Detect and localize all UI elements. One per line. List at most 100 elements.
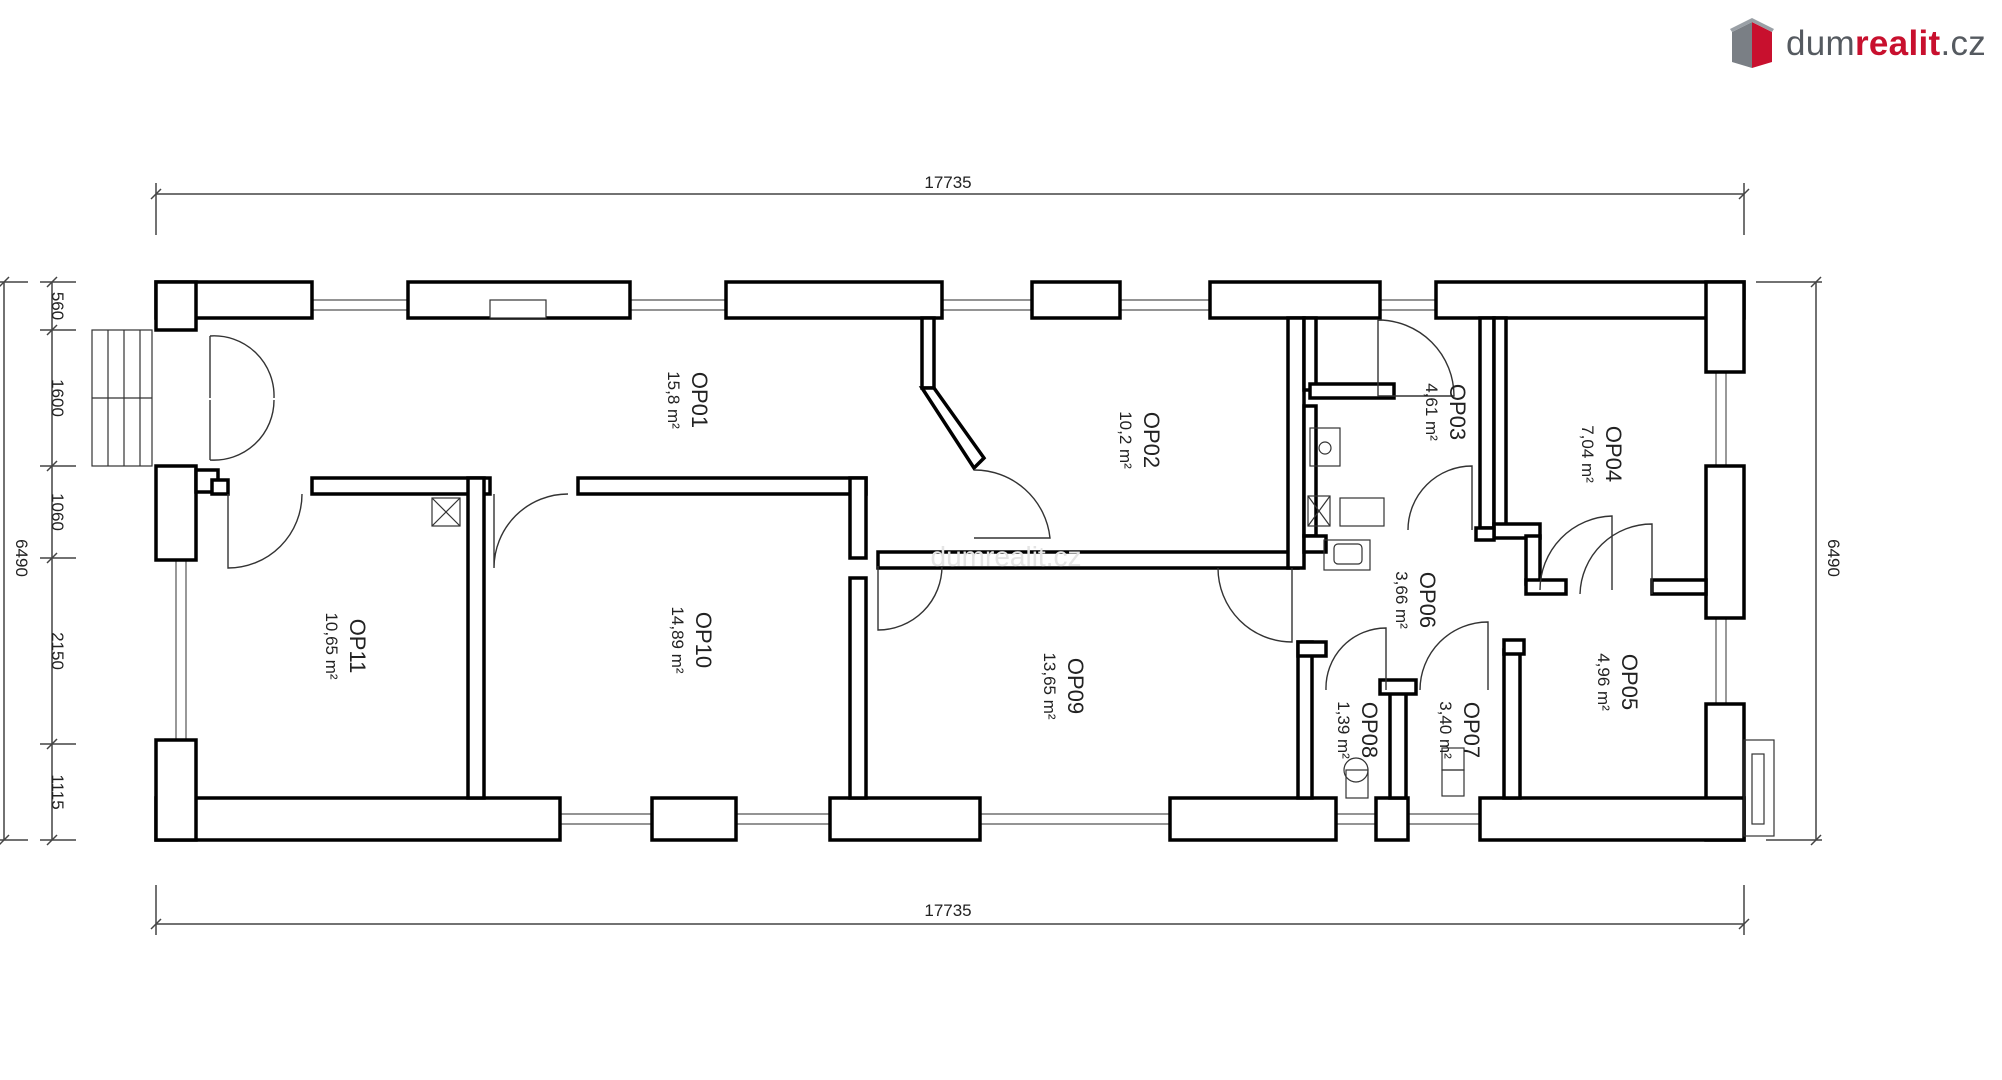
wall-op04-op05	[1524, 578, 1568, 596]
dim-left-seg-5: 1115	[48, 774, 67, 809]
windows	[175, 299, 1727, 825]
wall-op08-left-top	[1296, 640, 1328, 658]
fixtures	[431, 299, 1775, 837]
room-op04-id: OP04	[1601, 426, 1626, 482]
dim-left-seg-4: 2150	[48, 632, 67, 670]
room-labels: OP01 15,8 m² OP02 10,2 m² OP03 4,61 m² O…	[322, 371, 1642, 759]
wall-op04-op05-b	[1650, 578, 1708, 596]
room-op06: OP06 3,66 m²	[1392, 571, 1440, 629]
stove-fixture	[489, 299, 547, 319]
room-op04: OP04 7,04 m²	[1578, 425, 1626, 483]
wall-op10-top	[576, 476, 868, 496]
wall-right-2	[1704, 464, 1746, 620]
room-op11-id: OP11	[345, 619, 370, 674]
room-op06-area: 3,66 m²	[1392, 571, 1411, 629]
house-logo-icon	[1730, 18, 1774, 68]
logo-text-realit: realit	[1855, 24, 1941, 63]
shaft-fixture	[431, 497, 461, 527]
wall-op02-diagonal	[918, 386, 987, 471]
wall-bottom-3	[828, 796, 982, 842]
dim-left-seg-3: 1060	[48, 493, 67, 531]
room-op02-id: OP02	[1139, 412, 1164, 468]
dimension-lines	[0, 183, 1822, 935]
wall-left-3	[154, 738, 198, 842]
wall-bottom-2	[650, 796, 738, 842]
walls	[154, 280, 1746, 842]
dimension-labels: 17735 17735 6490 6490 560 1600 1060 2150…	[12, 173, 1843, 920]
wall-top-4	[1030, 280, 1122, 320]
wall-op01-op02	[920, 316, 936, 390]
wall-op10-op09	[848, 476, 868, 560]
toilet-op07	[1441, 769, 1465, 797]
wall-top-6	[1434, 280, 1746, 320]
room-op02-area: 10,2 m²	[1116, 411, 1135, 469]
room-op08-id: OP08	[1357, 702, 1382, 758]
toilet-op08	[1345, 769, 1369, 799]
wall-bottom-4	[1168, 796, 1338, 842]
wall-op03-op06	[1474, 526, 1496, 542]
room-op10: OP10 14,89 m²	[668, 606, 716, 673]
dim-bottom-width: 17735	[924, 901, 971, 920]
wall-top-5	[1208, 280, 1382, 320]
room-op11-area: 10,65 m²	[322, 612, 341, 679]
wall-op03-op04	[1478, 316, 1496, 530]
room-op01-id: OP01	[687, 372, 712, 428]
wall-top-3	[724, 280, 944, 320]
wall-op11-top-b	[310, 476, 492, 496]
room-op03-area: 4,61 m²	[1422, 383, 1441, 441]
wall-op04-step	[1524, 534, 1542, 586]
wall-bottom-5	[1374, 796, 1410, 842]
room-op04-area: 7,04 m²	[1578, 425, 1597, 483]
wc-shaft	[1307, 495, 1331, 527]
room-op07: OP07 3,40 m²	[1436, 701, 1484, 759]
room-op05-area: 4,96 m²	[1594, 653, 1613, 711]
room-op09: OP09 13,65 m²	[1040, 652, 1088, 719]
wall-op08-left	[1296, 640, 1314, 800]
wall-op02-right	[1286, 316, 1306, 570]
wall-op06-left	[1302, 534, 1328, 554]
wall-op11-top-a	[210, 478, 230, 496]
room-op08: OP08 1,39 m²	[1334, 701, 1382, 759]
wall-op03-top	[1302, 316, 1318, 392]
wall-op08-op07	[1388, 688, 1408, 800]
washer-fixture	[1339, 497, 1385, 527]
room-op03-id: OP03	[1445, 384, 1470, 440]
wall-left-1	[154, 280, 198, 332]
outdoor-box	[1743, 739, 1775, 837]
doors	[209, 319, 1653, 691]
room-op08-area: 1,39 m²	[1334, 701, 1353, 759]
wall-left-2	[154, 464, 198, 562]
room-op01: OP01 15,8 m²	[664, 371, 712, 429]
room-op01-area: 15,8 m²	[664, 371, 683, 429]
wall-right-1	[1704, 280, 1746, 374]
room-op03: OP03 4,61 m²	[1422, 383, 1470, 441]
wall-op03-left	[1302, 404, 1318, 538]
watermark: dumrealit.cz	[931, 541, 1082, 572]
room-op11: OP11 10,65 m²	[322, 612, 370, 679]
shower-fixture	[1309, 427, 1341, 467]
dim-top-width: 17735	[924, 173, 971, 192]
room-op07-area: 3,40 m²	[1436, 701, 1455, 759]
wall-op03-closet	[1308, 382, 1396, 400]
dim-left-seg-2: 1600	[48, 379, 67, 417]
wall-op11-op10	[466, 476, 486, 800]
room-op06-id: OP06	[1415, 572, 1440, 628]
dim-left-seg-1: 560	[48, 292, 67, 320]
wall-op07-op05-top	[1502, 638, 1526, 656]
logo-text: dumrealit.cz	[1786, 24, 1986, 64]
entrance-steps	[91, 329, 153, 467]
sink-fixture	[1323, 539, 1371, 571]
brand-logo[interactable]: dumrealit.cz	[1728, 14, 1986, 74]
wall-op04-left	[1492, 316, 1508, 530]
wall-op10-op09-b	[848, 576, 868, 800]
dim-right-height: 6490	[1824, 539, 1843, 577]
room-op05-id: OP05	[1617, 654, 1642, 710]
room-op09-area: 13,65 m²	[1040, 652, 1059, 719]
room-op10-id: OP10	[691, 612, 716, 668]
wall-op07-op05	[1502, 648, 1522, 800]
wall-op08-op07-top	[1378, 678, 1418, 696]
room-op09-id: OP09	[1063, 658, 1088, 714]
room-op10-area: 14,89 m²	[668, 606, 687, 673]
